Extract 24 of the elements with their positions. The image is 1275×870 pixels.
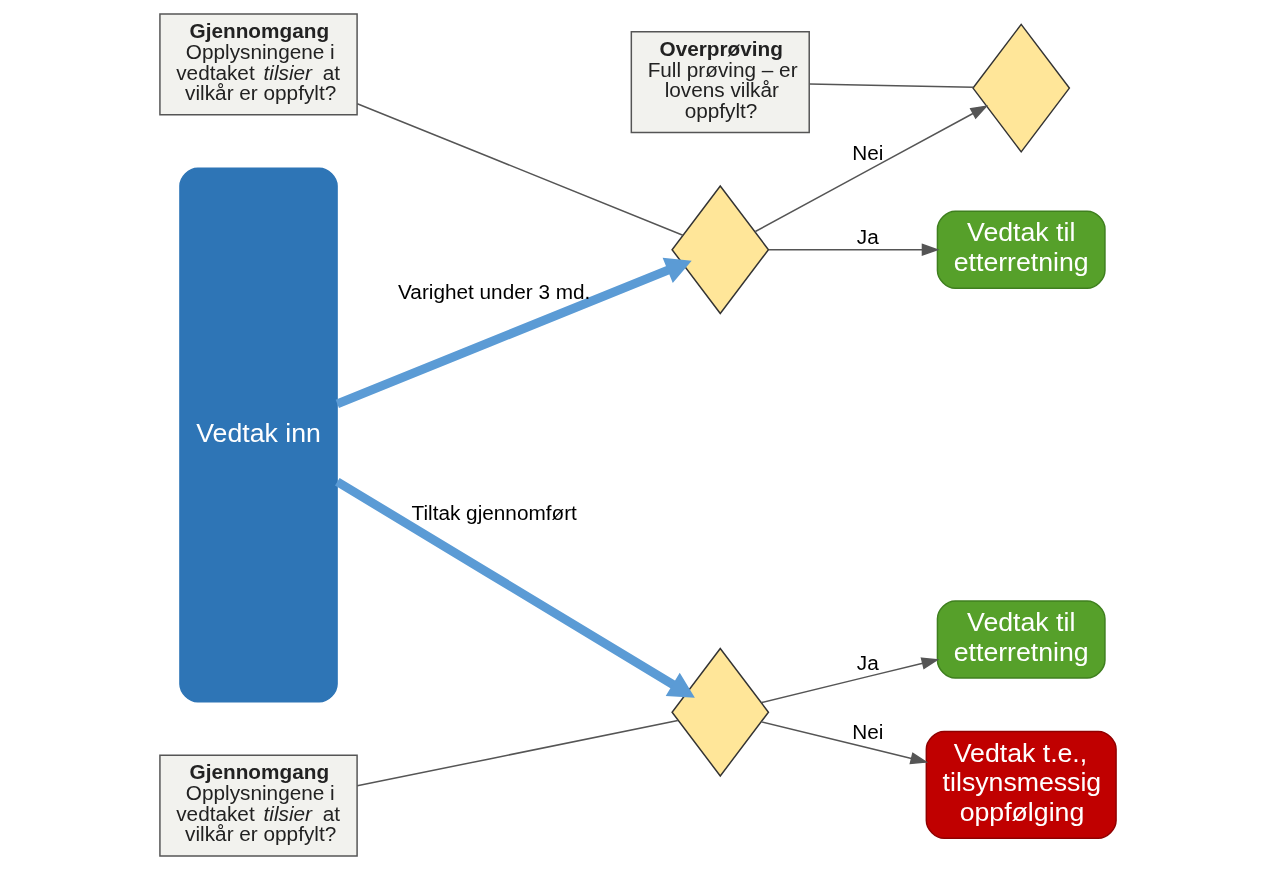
edge-label: Ja bbox=[856, 225, 879, 249]
connector bbox=[356, 719, 679, 787]
edge-label: Nei bbox=[851, 720, 883, 744]
node-box: Gjennomgang Opplysningene i vedtaket tilsier at vilkår er oppfylt? bbox=[158, 13, 358, 116]
node-box: Gjennomgang Opplysningene i vedtaket tilsier at vilkår er oppfylt? bbox=[158, 754, 358, 857]
arrow bbox=[760, 657, 939, 704]
node-box: Vedtak til etterretning bbox=[936, 600, 1106, 679]
edge-label: Nei bbox=[851, 140, 883, 164]
node-box: Vedtak inn bbox=[178, 167, 338, 703]
edge-label: Ja bbox=[856, 650, 879, 674]
connector bbox=[808, 83, 974, 88]
edge-label: Tiltak gjennomført bbox=[411, 500, 577, 524]
node-diamond bbox=[670, 184, 769, 315]
node-diamond bbox=[670, 647, 769, 778]
arrow bbox=[760, 721, 928, 765]
connector bbox=[356, 102, 684, 236]
edge-label: Varighet under 3 md. bbox=[397, 279, 590, 303]
arrow bbox=[767, 243, 939, 256]
arrow bbox=[335, 257, 692, 408]
node-box: Overprøving Full prøving – er lovens vilkår oppfylt? bbox=[630, 31, 810, 134]
node-box: Vedtak t.e., tilsynsmessig oppfølging bbox=[925, 730, 1117, 839]
arrow bbox=[754, 105, 988, 233]
arrow bbox=[334, 477, 695, 698]
node-box: Vedtak til etterretning bbox=[936, 210, 1106, 289]
